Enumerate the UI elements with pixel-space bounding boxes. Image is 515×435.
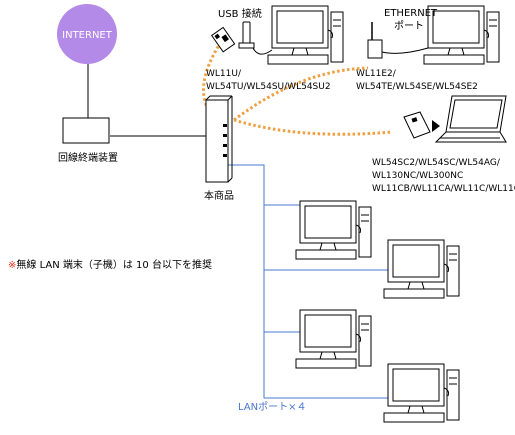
- ethernet-converter-icon: [367, 22, 429, 59]
- usb-models-line2: WL54TU/WL54SU/WL54SU2: [206, 82, 331, 92]
- card-models-line2: WL130NC/WL300NC: [372, 171, 463, 181]
- usb-models-line1: WL11U/: [206, 69, 242, 79]
- router-product: 本商品: [204, 95, 234, 202]
- eth-models-line2: WL54TE/WL54SE/WL54SE2: [356, 82, 478, 92]
- internet-node: INTERNET: [57, 4, 117, 64]
- internet-label: INTERNET: [62, 30, 113, 41]
- lan-pc-2: [383, 239, 460, 299]
- recommendation-note: ※無線 LAN 端末（子機）は 10 台以下を推奨: [8, 258, 212, 271]
- ethernet-label-2: ポート: [394, 20, 424, 32]
- card-models-line3: WL11CB/WL11CA/WL11C/WL11C2: [372, 184, 515, 194]
- product-label: 本商品: [204, 189, 234, 202]
- wired-connections: [87, 64, 206, 137]
- lan-port-lines: [228, 164, 388, 399]
- note-mark: ※: [8, 260, 16, 271]
- lan-pc-4: [383, 363, 460, 423]
- eth-models-line1: WL11E2/: [356, 69, 397, 79]
- lan-pc-1: [295, 200, 372, 260]
- ethernet-pc: ETHERNET ポート WL11E2/ WL54TE/WL54SE/WL54S…: [356, 5, 500, 92]
- usb-pc: USB 接続 WL11U/ WL54TU/WL54SU/WL54SU2: [206, 5, 344, 92]
- lan-ports-label: LANポート×４: [238, 401, 307, 413]
- usb-connection-label: USB 接続: [218, 7, 262, 20]
- lan-pc-3: [295, 309, 372, 369]
- onu-device: 回線終端装置: [58, 117, 118, 164]
- onu-label: 回線終端装置: [58, 151, 118, 164]
- usb-adapter-icon: [210, 21, 255, 53]
- svg-text:※無線 LAN 端末（子機）は 10 台以下を推奨: ※無線 LAN 端末（子機）は 10 台以下を推奨: [8, 258, 212, 271]
- laptop-client: WL54SC2/WL54SC/WL54AG/ WL130NC/WL300NC W…: [372, 95, 515, 194]
- pc-card-icon: [403, 111, 440, 139]
- laptop-icon: [434, 95, 507, 143]
- ethernet-label-1: ETHERNET: [384, 8, 438, 19]
- note-text: 無線 LAN 端末（子機）は 10 台以下を推奨: [16, 258, 212, 271]
- card-models-line1: WL54SC2/WL54SC/WL54AG/: [372, 158, 501, 168]
